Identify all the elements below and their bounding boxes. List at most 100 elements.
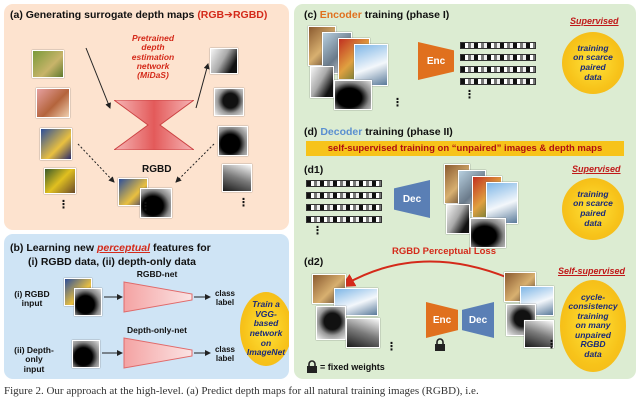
c-feature-row-4 <box>460 78 536 85</box>
panel-d-title-highlight: Decoder <box>320 126 363 138</box>
legend-text: = fixed weights <box>320 362 385 372</box>
class-label-2: class label <box>210 345 240 364</box>
panel-d-title: (d) Decoder training (phase II) <box>304 126 453 138</box>
depth-image-1 <box>210 48 238 74</box>
rgbd-label: RGBD <box>142 164 172 175</box>
panel-b-title-suffix: features for <box>150 242 211 254</box>
d1-feature-row-1 <box>306 180 382 187</box>
panel-c-oval-line4: data <box>584 71 602 82</box>
class-label-2-line2: label <box>215 353 235 363</box>
d1-tag: Supervised <box>572 164 621 174</box>
panel-b-oval-line3: network <box>249 328 283 338</box>
rgbd-depth-image <box>140 188 172 218</box>
class-label-1-line1: class <box>214 289 236 298</box>
model-line-4: network <box>136 61 170 72</box>
depth-image-4 <box>222 164 252 192</box>
rgb-image-2 <box>36 88 70 118</box>
row1-depth-image <box>74 288 102 316</box>
row2-depth-image <box>72 340 100 368</box>
rgb-image-4 <box>44 168 76 194</box>
row1-label: (i) RGBD input <box>8 289 56 309</box>
panel-b: (b) Learning new perceptual features for… <box>4 234 289 379</box>
panel-d-banner: self-supervised training on “unpaired” i… <box>306 141 624 156</box>
class-label-1: class label <box>210 289 240 308</box>
rgbd-tag: RGBD) <box>232 9 268 21</box>
model-line-2: depth <box>141 42 165 53</box>
panel-c-title: (c) Encoder training (phase I) <box>304 9 449 21</box>
panel-b-oval-line1: Train a <box>252 299 280 310</box>
depth-image-2 <box>214 88 244 116</box>
panel-a-arrows <box>77 47 215 183</box>
depth-only-net-label: Depth-only-net <box>127 325 187 335</box>
more-dots-right: ⋮ <box>238 197 250 209</box>
model-line-1: Pretrained <box>131 33 175 43</box>
d2-depth-image-1 <box>316 306 346 340</box>
c-feature-row-3 <box>460 66 536 73</box>
c-feature-dots: ⋮ <box>464 89 476 101</box>
row2-label-line1: (ii) Depth-only <box>14 345 54 365</box>
d1-feature-row-4 <box>306 216 382 223</box>
row2-label: (ii) Depth-only input <box>6 345 62 374</box>
c-depth-image-1 <box>310 66 334 98</box>
more-dots-center: ⋮ <box>140 201 152 213</box>
d2-depth-image-2 <box>346 318 380 348</box>
c-feature-row-1 <box>460 42 536 49</box>
panel-b-oval: Train a VGG-based network on ImageNet <box>240 292 289 366</box>
model-text: Pretrained depth estimation network (MiD… <box>112 33 194 81</box>
rgb-tag: (RGB <box>197 9 225 21</box>
d2-oval: cycle- consistency training on many unpa… <box>560 280 626 372</box>
row2-label-line2: input <box>23 363 45 374</box>
panel-right: (c) Encoder training (phase I) Supervise… <box>294 4 636 379</box>
panel-c-title-rest: training (phase I) <box>361 9 450 21</box>
d2-more-dots-left: ⋮ <box>386 341 398 353</box>
panel-a: (a) Generating surrogate depth maps (RGB… <box>4 4 289 230</box>
d2-more-dots-right: ⋮ <box>546 339 558 351</box>
d1-feature-dots: ⋮ <box>312 225 324 237</box>
d1-oval-line4: data <box>584 217 602 228</box>
panel-c-oval-line1: training <box>577 42 609 53</box>
hourglass-network <box>114 100 194 150</box>
rgb-image-1 <box>32 50 64 78</box>
d2-rgb-image-2 <box>334 288 378 316</box>
row1-label-line2: input <box>21 298 43 309</box>
d2-tag: Self-supervised <box>558 266 626 276</box>
d2-oval-line2: consistency <box>568 301 618 312</box>
c-more-dots: ⋮ <box>392 97 404 109</box>
panel-c-oval: training on scarce paired data <box>562 32 624 94</box>
d2-label: (d2) <box>304 256 324 268</box>
d2-out-depth-image-2 <box>524 320 554 348</box>
panel-c-title-highlight: Encoder <box>319 9 362 21</box>
d2-loss-arrow <box>340 260 526 287</box>
panel-b-title: (b) Learning new perceptual features for <box>10 242 211 254</box>
d1-oval-line1: training <box>577 188 609 199</box>
panel-c-label: (c) <box>304 9 317 21</box>
d1-depth-image-1 <box>446 204 470 234</box>
panel-c-oval-line2: on scarce <box>573 52 613 63</box>
d1-feature-row-2 <box>306 192 382 199</box>
c-depth-image-2 <box>334 80 372 110</box>
panel-b-networks <box>102 281 211 369</box>
d2-oval-line6: RGBD <box>580 339 606 350</box>
panel-b-title-prefix: Learning new <box>26 242 97 254</box>
class-label-1-line2: label <box>215 297 235 307</box>
panel-b-subtitle: (i) RGBD data, (ii) depth-only data <box>28 256 196 268</box>
model-line-3: estimation <box>131 51 175 62</box>
legend-lock-icon <box>307 360 317 373</box>
arrow-icon: ➔ <box>224 9 233 21</box>
panel-b-oval-line2: VGG-based <box>253 308 279 329</box>
d2-oval-line5: unpaired <box>575 329 611 340</box>
rgbd-net-label: RGBD-net <box>136 269 178 279</box>
d1-depth-image-2 <box>470 218 506 248</box>
d1-label: (d1) <box>304 164 324 176</box>
d1-oval-line3: paired <box>580 208 606 218</box>
d2-oval-line7: data <box>584 348 602 359</box>
perceptual-loss-label: RGBD Perceptual Loss <box>392 246 496 257</box>
more-dots-left: ⋮ <box>58 199 70 211</box>
d1-oval-line2: on scarce <box>573 198 613 209</box>
panel-c-tag: Supervised <box>570 16 619 26</box>
panel-b-oval-line4: on <box>260 337 272 348</box>
figure-caption: Figure 2. Our approach at the high-level… <box>4 385 479 397</box>
panel-a-label: (a) <box>10 9 23 21</box>
row1-label-line1: (i) RGBD <box>14 289 50 299</box>
d2-oval-line1: cycle- <box>580 291 606 302</box>
